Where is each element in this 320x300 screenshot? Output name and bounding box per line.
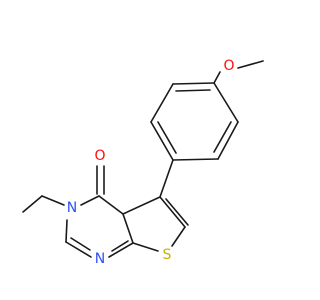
atom-label-s-thiophene: S bbox=[163, 247, 172, 263]
bond-pyrimidine-inner-5 bbox=[111, 240, 129, 252]
atom-label-n-imine: N bbox=[95, 251, 105, 267]
bond-aryl-link bbox=[159, 159, 174, 198]
bond-thiophene-inner-1 bbox=[165, 198, 189, 226]
bond-thiophene-2 bbox=[171, 226, 186, 247]
bond-benzene-2 bbox=[217, 121, 239, 160]
bond-o-aryl bbox=[213, 71, 221, 84]
bond-benzene-inner-1 bbox=[175, 89, 211, 92]
atom-label-o-carbonyl: O bbox=[94, 148, 105, 164]
bond-benzene-5 bbox=[150, 83, 174, 123]
bond-benzene-inner-3 bbox=[157, 121, 177, 154]
bond-benzene-3 bbox=[172, 158, 219, 161]
atom-label-o-methoxy: O bbox=[223, 58, 234, 74]
bond-benzene-4 bbox=[150, 121, 174, 161]
bond-thiophene-1 bbox=[159, 196, 186, 228]
bond-methyl-o bbox=[237, 60, 264, 69]
bond-pyrimidine-4 bbox=[65, 241, 92, 258]
bond-thiophene-5 bbox=[122, 196, 161, 215]
bond-pyrimidine-5 bbox=[108, 242, 134, 258]
bond-ethyl bbox=[22, 195, 43, 213]
bond-pyrimidine-2 bbox=[80, 195, 100, 206]
bond-benzene-1 bbox=[213, 82, 239, 123]
bond-thiophene-4 bbox=[122, 213, 134, 244]
bond-benzene-6 bbox=[172, 82, 215, 85]
bond-pyrimidine-1 bbox=[98, 195, 124, 215]
bond-pyrimidine-3 bbox=[65, 219, 68, 243]
molecule-structure-diagram: O O N N S bbox=[0, 0, 300, 300]
bond-thiophene-3 bbox=[132, 242, 159, 252]
bond-pyrimidine-inner-4 bbox=[70, 237, 91, 251]
bond-n-ethyl bbox=[41, 195, 65, 206]
atom-label-n-ring: N bbox=[67, 200, 77, 216]
bond-benzene-inner-2 bbox=[213, 121, 232, 153]
background bbox=[0, 0, 300, 300]
